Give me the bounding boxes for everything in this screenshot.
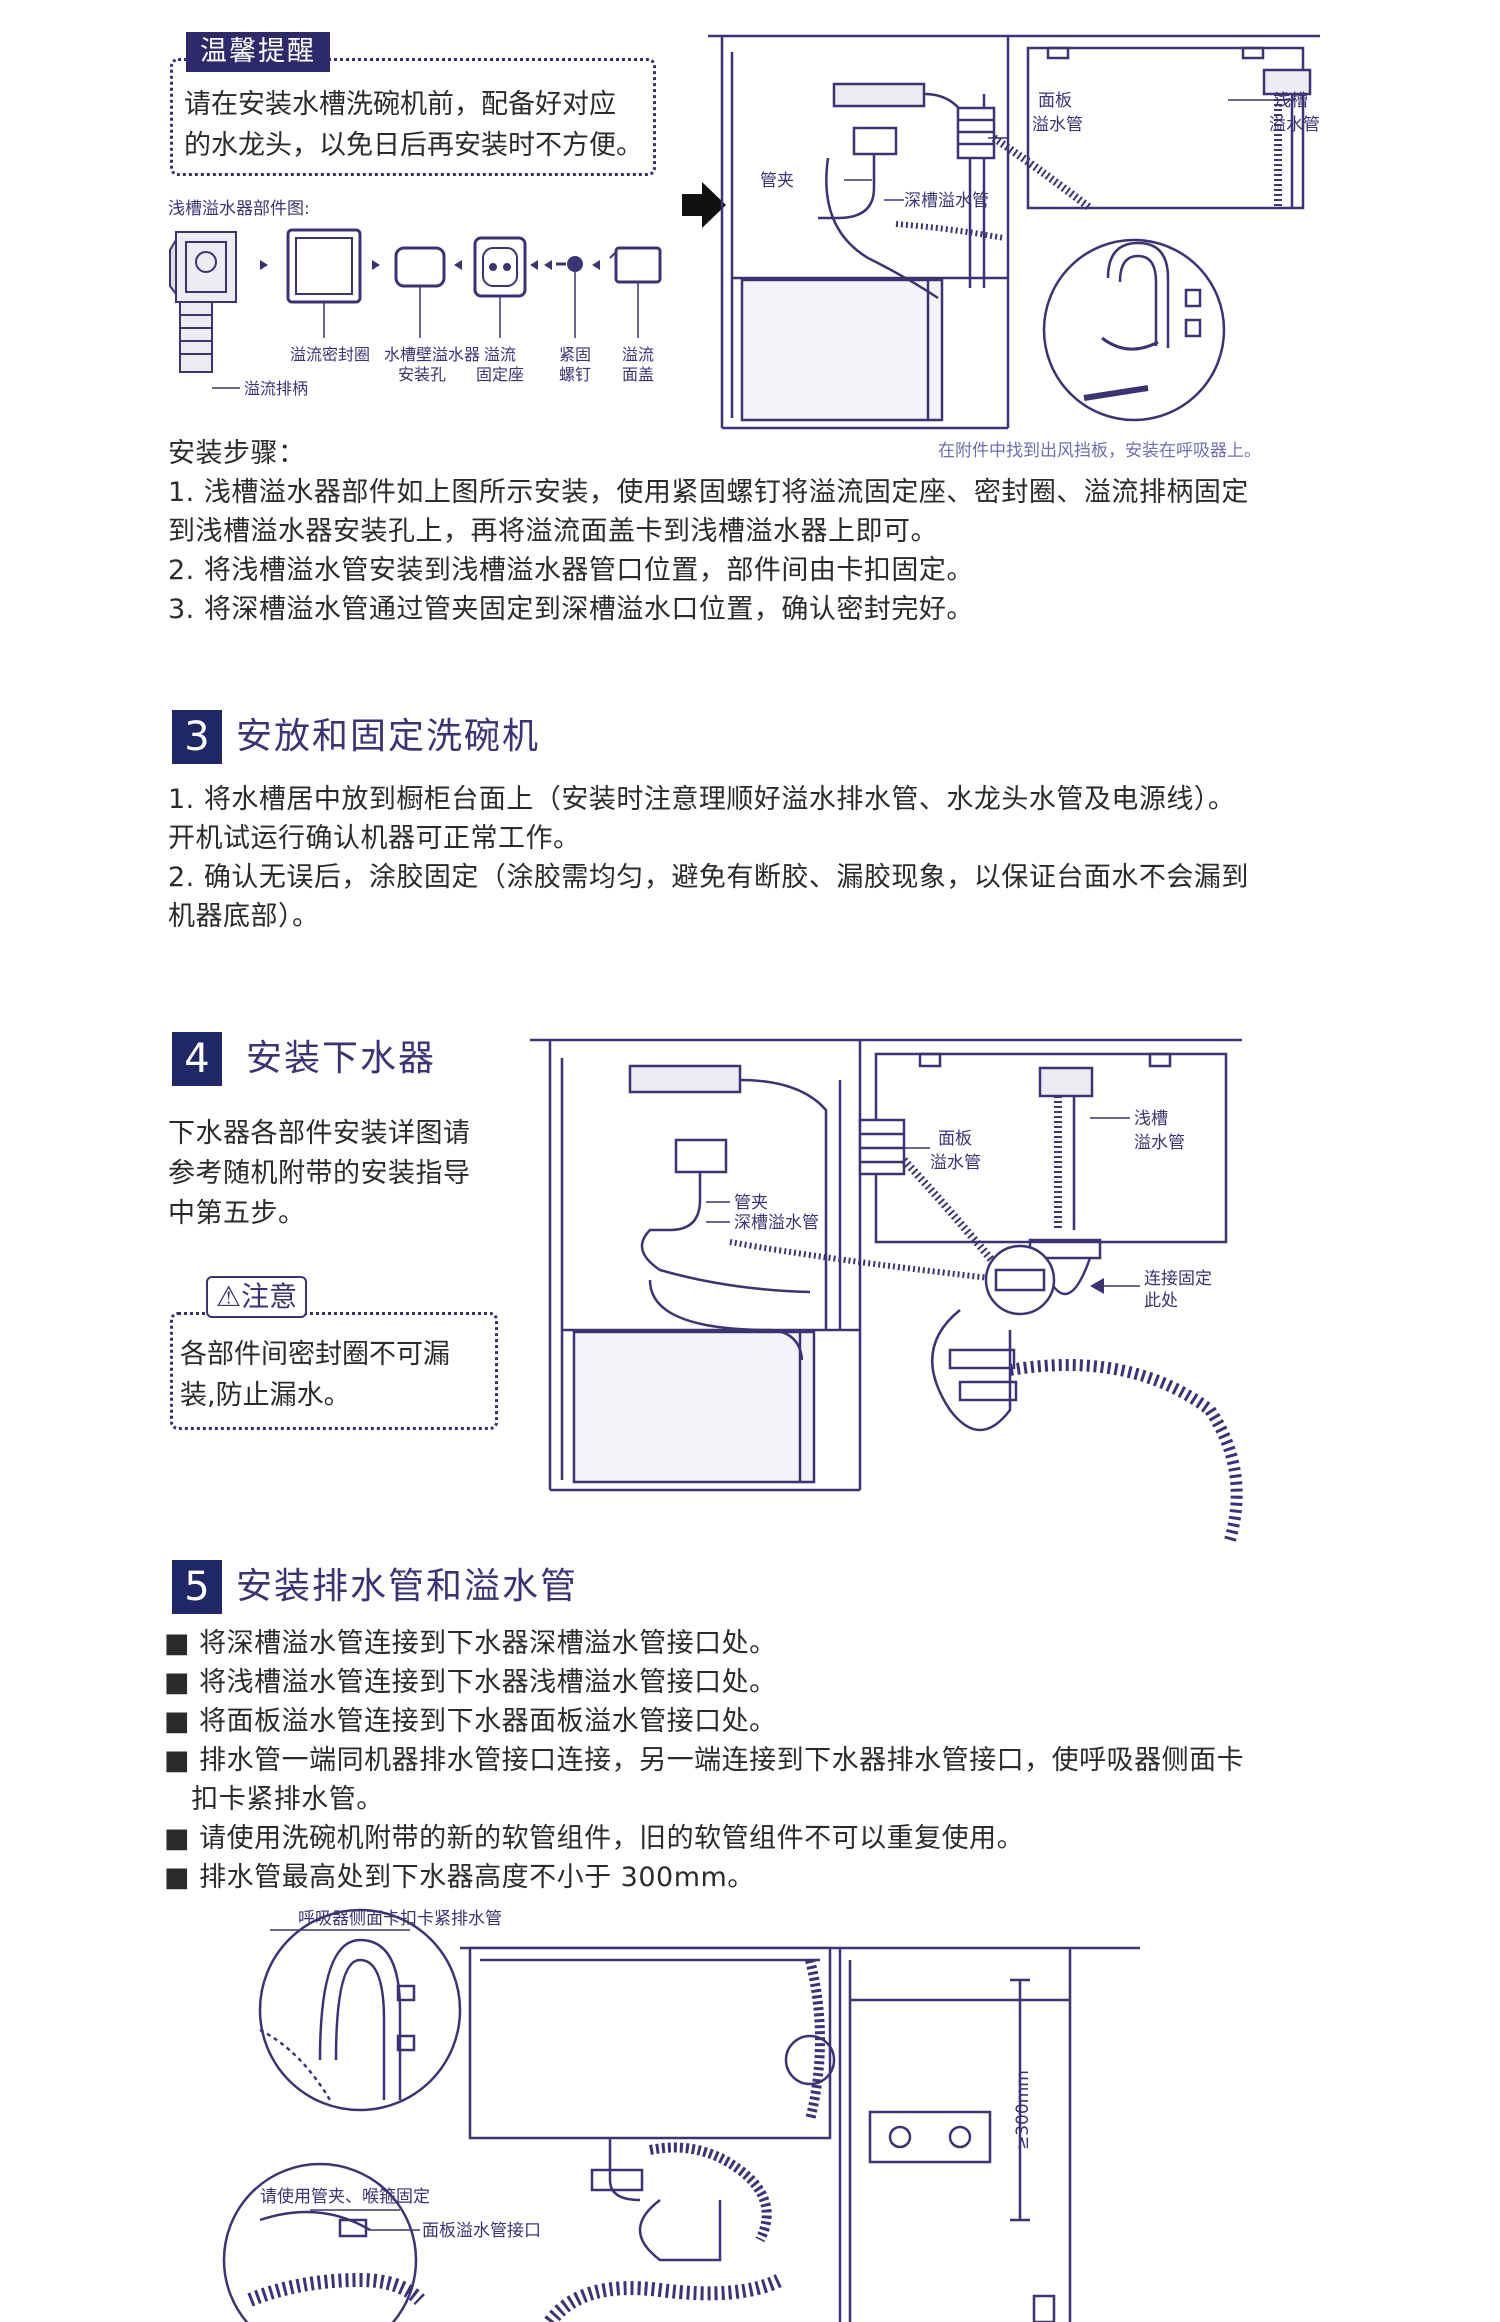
diagram-drain-install: 面板 溢水管 浅槽 溢水管 管夹 深槽溢水管 连接固定 此处	[530, 1038, 1243, 1542]
d1-panel-2: 溢水管	[1032, 115, 1083, 135]
parts-diagram: 溢流密封圈 水槽壁溢水器 安装孔 溢流 固定座 紧固 螺钉 溢流 面盖 溢流排柄	[169, 228, 662, 398]
label-seal: 溢流密封圈	[290, 345, 370, 364]
section-5-title: 安装排水管和溢水管	[236, 1566, 579, 1607]
s4-desc-2: 参考随机附带的安装指导	[168, 1158, 471, 1189]
label-hole-1: 水槽壁溢水器	[384, 345, 480, 364]
steps-line-3: 2. 将浅槽溢水管安装到浅槽溢水器管口位置，部件间由卡扣固定。	[168, 555, 974, 586]
s3-line-2: 开机试运行确认机器可正常工作。	[168, 823, 581, 854]
right-arrow-icon	[682, 182, 726, 228]
d3-height: ≥300mm	[1013, 2070, 1033, 2150]
label-hole-2: 安装孔	[398, 365, 446, 384]
label-seat-2: 固定座	[476, 365, 524, 384]
s5-bullet-6: ■ 请使用洗碗机附带的新的软管组件，旧的软管组件不可以重复使用。	[164, 1823, 1025, 1854]
s5-bullet-3: ■ 将面板溢水管连接到下水器面板溢水管接口处。	[164, 1706, 777, 1737]
d3-clamp-note: 请使用管夹、喉箍固定	[260, 2186, 430, 2207]
d2-shallow-1: 浅槽	[1134, 1109, 1168, 1129]
steps-line-2: 到浅槽溢水器安装孔上，再将溢流面盖卡到浅槽溢水器上即可。	[168, 516, 938, 547]
tip-tag: 温馨提醒	[186, 32, 330, 72]
d1-clamp: 管夹	[760, 171, 794, 191]
label-cover-2: 面盖	[622, 365, 654, 384]
notice-line-1: 各部件间密封圈不可漏	[180, 1339, 450, 1370]
d1-shallow-1: 浅槽	[1274, 91, 1308, 111]
s3-line-4: 机器底部）。	[168, 901, 320, 932]
s5-bullet-4: ■ 排水管一端同机器排水管接口连接，另一端连接到下水器排水管接口，使呼吸器侧面卡	[164, 1745, 1245, 1776]
s3-line-1: 1. 将水槽居中放到橱柜台面上（安装时注意理顺好溢水排水管、水龙头水管及电源线）…	[168, 784, 1236, 815]
d2-clamp: 管夹	[734, 1193, 768, 1213]
section-5-bullets: ■ 将深槽溢水管连接到下水器深槽溢水管接口处。 ■ 将浅槽溢水管连接到下水器浅槽…	[164, 1624, 1394, 1897]
notice-box	[170, 1312, 498, 1430]
notice-tag: ⚠注意	[206, 1276, 308, 1318]
diagram-drain-pipes: 呼吸器侧面卡扣卡紧排水管 ≥300mm 请使用管夹、喉箍固定 面板溢水管接口	[222, 1908, 1140, 2322]
s4-desc-1: 下水器各部件安装详图请	[168, 1118, 471, 1149]
label-seat-1: 溢流	[484, 345, 516, 364]
label-handle: 溢流排柄	[244, 379, 308, 398]
d1-note: 在附件中找到出风挡板，安装在呼吸器上。	[938, 441, 1261, 461]
parts-heading: 浅槽溢水器部件图:	[168, 199, 310, 219]
notice-tag-label: 注意	[241, 1280, 298, 1313]
d1-shallow-2: 溢水管	[1269, 115, 1320, 135]
d2-deep: 深槽溢水管	[734, 1213, 819, 1233]
section-3-title: 安放和固定洗碗机	[236, 716, 541, 757]
steps-line-4: 3. 将深槽溢水管通过管夹固定到深槽溢水口位置，确认密封完好。	[168, 594, 974, 625]
d2-connect-1: 连接固定	[1144, 1269, 1212, 1289]
section-4-title: 安装下水器	[246, 1038, 437, 1079]
tip-line-1: 请在安装水槽洗碗机前，配备好对应	[184, 89, 616, 120]
section-5-number: 5	[172, 1560, 222, 1614]
d1-panel-1: 面板	[1038, 91, 1072, 111]
section-4-number: 4	[172, 1032, 222, 1086]
d3-panel-port: 面板溢水管接口	[422, 2221, 541, 2241]
steps: 安装步骤： 1. 浅槽溢水器部件如上图所示安装，使用紧固螺钉将溢流固定座、密封圈…	[168, 434, 1368, 629]
warning-icon: ⚠	[216, 1280, 242, 1313]
tip-text: 请在安装水槽洗碗机前，配备好对应 的水龙头，以免日后再安装时不方便。	[184, 84, 654, 166]
steps-line-1: 1. 浅槽溢水器部件如上图所示安装，使用紧固螺钉将溢流固定座、密封圈、溢流排柄固…	[168, 477, 1249, 508]
diagram-overflow-install: 面板 溢水管 浅槽 溢水管 管夹 深槽溢水管 在附件中找到出风挡板，安装在呼吸器…	[708, 34, 1320, 461]
tip-box	[170, 58, 656, 176]
section-4-desc: 下水器各部件安装详图请 参考随机附带的安装指导 中第五步。	[168, 1114, 528, 1234]
section-3-number: 3	[172, 710, 222, 764]
d1-deep-pipe: 深槽溢水管	[904, 191, 989, 211]
section-3-text: 1. 将水槽居中放到橱柜台面上（安装时注意理顺好溢水排水管、水龙头水管及电源线）…	[168, 780, 1388, 936]
d2-connect-2: 此处	[1144, 1291, 1178, 1311]
label-cover-1: 溢流	[622, 345, 654, 364]
notice-text: 各部件间密封圈不可漏 装,防止漏水。	[180, 1334, 490, 1416]
notice-line-2: 装,防止漏水。	[180, 1380, 351, 1411]
d2-panel-1: 面板	[938, 1129, 972, 1149]
s3-line-3: 2. 确认无误后，涂胶固定（涂胶需均匀，避免有断胶、漏胶现象，以保证台面水不会漏…	[168, 862, 1249, 893]
d2-shallow-2: 溢水管	[1134, 1133, 1185, 1153]
label-screw-1: 紧固	[559, 345, 591, 364]
d2-panel-2: 溢水管	[930, 1153, 981, 1173]
s4-desc-3: 中第五步。	[168, 1198, 306, 1229]
s5-bullet-5: 扣卡紧排水管。	[164, 1784, 384, 1815]
label-screw-2: 螺钉	[559, 365, 591, 384]
s5-bullet-7: ■ 排水管最高处到下水器高度不小于 300mm。	[164, 1862, 755, 1893]
d3-breather: 呼吸器侧面卡扣卡紧排水管	[298, 1909, 502, 1929]
steps-heading: 安装步骤：	[168, 438, 306, 469]
s5-bullet-1: ■ 将深槽溢水管连接到下水器深槽溢水管接口处。	[164, 1628, 777, 1659]
tip-line-2: 的水龙头，以免日后再安装时不方便。	[184, 130, 643, 161]
s5-bullet-2: ■ 将浅槽溢水管连接到下水器浅槽溢水管接口处。	[164, 1667, 777, 1698]
